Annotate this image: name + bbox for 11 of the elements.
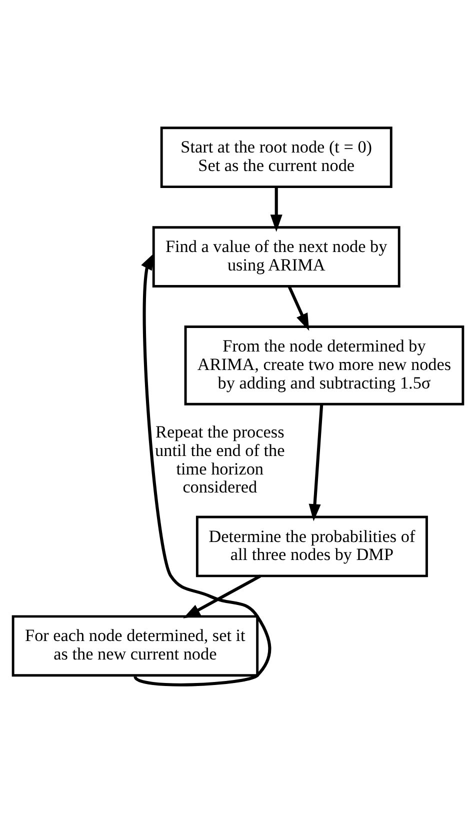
node-box: Start at the root node (t = 0) Set as the current node — [160, 126, 392, 188]
node-box: From the node determined by ARIMA, create two more new nodes by adding and subtracting 1.5σ — [184, 326, 464, 406]
arrow — [308, 404, 324, 522]
edge-label: Repeat the process until the end of the time horizon considered — [155, 422, 285, 497]
arrow — [288, 286, 310, 331]
arrow — [134, 252, 272, 686]
node-box: For each node determined, set it as the new current node — [12, 615, 259, 677]
node-box: Determine the probabilities of all three nodes by DMP — [196, 516, 428, 578]
arrow — [183, 574, 262, 618]
node-box: Find a value of the next node by using ARIMA — [152, 226, 400, 288]
arrow — [270, 187, 282, 232]
